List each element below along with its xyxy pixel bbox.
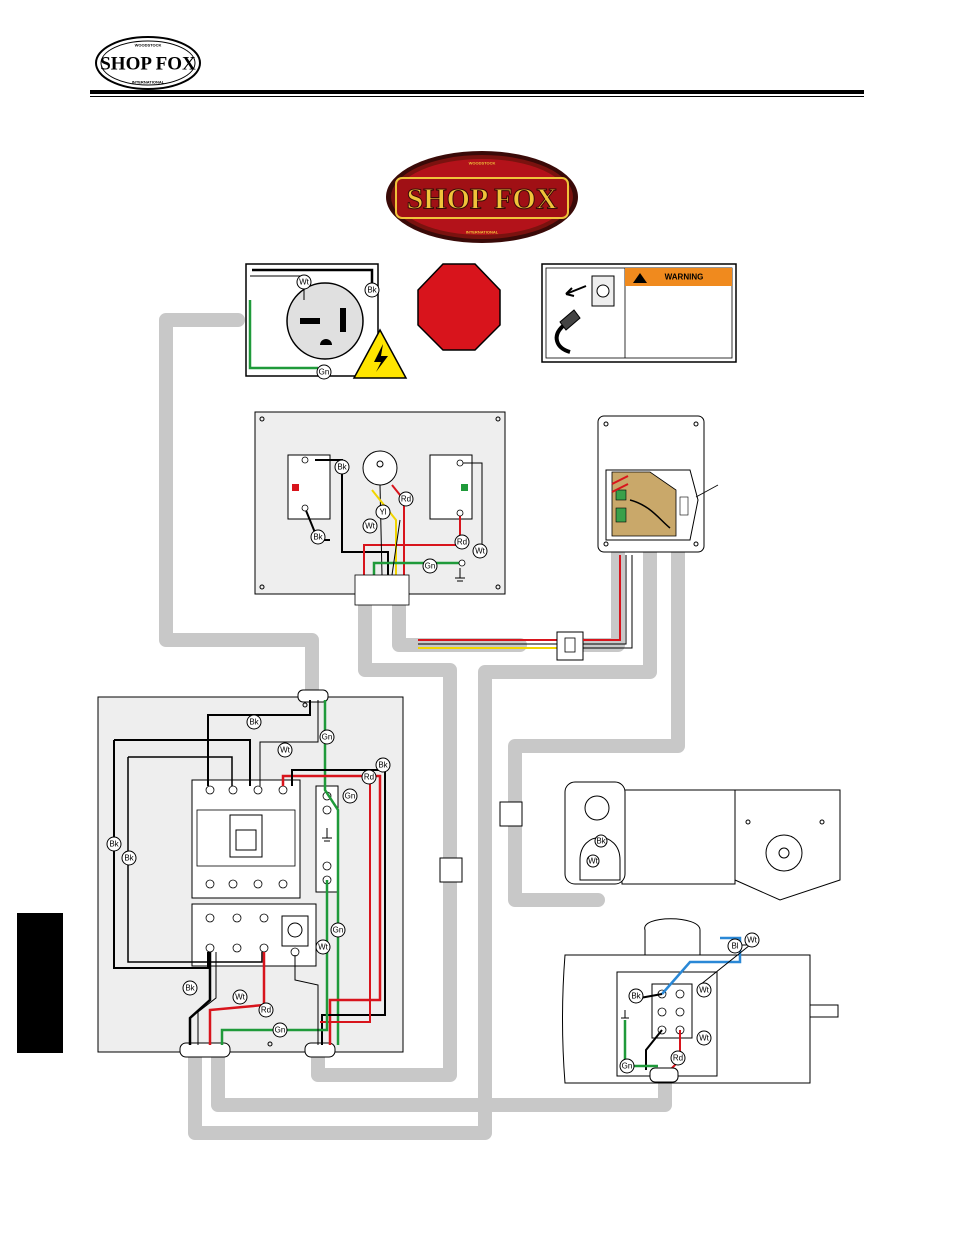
center-logo-text: SHOP FOX — [407, 183, 558, 216]
header-logo-arc-top: WOODSTOCK — [135, 43, 162, 48]
warning-label: WARNING — [542, 264, 736, 362]
switch-bk-label-1: Bk — [337, 463, 347, 472]
main-motor: Bk Wt Wt Rd Gn Bl Wt — [563, 919, 839, 1083]
switch-wt-label-2: Wt — [475, 547, 486, 556]
motor-wt-label-3: Wt — [747, 936, 758, 945]
switch-yl-label: Yl — [379, 508, 386, 517]
center-logo: SHOP FOX WOODSTOCK INTERNATIONAL — [386, 151, 578, 243]
plug-receptacle: Wt Bk Gn — [246, 264, 379, 379]
motor-wt-label-1: Wt — [699, 986, 710, 995]
motor-wt-label-2: Wt — [699, 1034, 710, 1043]
magnetic-switch-panel: Bk Wt Gn Bk Rd Gn Bk Bk Gn Wt Bk Wt Rd G… — [98, 690, 403, 1057]
conduit-clamp — [440, 858, 462, 882]
panel-gn-label-bottom: Gn — [275, 1026, 286, 1035]
stop-sign-icon — [418, 264, 500, 350]
gearmotor-bk-label: Bk — [596, 837, 606, 846]
header-rule-thin — [90, 96, 864, 97]
motor-bk-label: Bk — [631, 992, 641, 1001]
header-logo: SHOP FOX WOODSTOCK INTERNATIONAL — [96, 37, 200, 89]
motor-rd-label: Rd — [673, 1054, 683, 1063]
motor-bl-label: Bl — [731, 942, 738, 951]
panel-gn-label-right: Gn — [345, 792, 356, 801]
warning-title: WARNING — [665, 273, 704, 282]
plug-bk-label: Bk — [367, 286, 377, 295]
panel-bk-label-right: Bk — [378, 761, 388, 770]
switch-rd-label-2: Rd — [457, 538, 467, 547]
stop-button-indicator — [292, 484, 299, 491]
header-rule — [90, 90, 864, 94]
switch-panel: Bk Bk Rd Yl Wt Rd Wt Gn — [255, 412, 505, 605]
panel-wt-label-top: Wt — [280, 746, 291, 755]
conduit-clamp — [500, 802, 522, 826]
panel-wt-label-mid: Wt — [318, 943, 329, 952]
panel-gn-label-mid: Gn — [333, 926, 344, 935]
panel-wt-label-bottom: Wt — [235, 993, 246, 1002]
panel-rd-label-bottom: Rd — [261, 1006, 271, 1015]
start-button-indicator — [461, 484, 468, 491]
switch-bk-label-2: Bk — [313, 533, 323, 542]
conduit-switch-to-connector — [399, 600, 520, 645]
gear-motor: Bk Wt — [565, 782, 840, 900]
header-logo-text: SHOP FOX — [100, 54, 196, 75]
panel-gn-label-top: Gn — [322, 733, 333, 742]
section-tab — [17, 913, 63, 1053]
switch-wt-label-1: Wt — [365, 522, 376, 531]
panel-bk-label-left-1: Bk — [109, 840, 119, 849]
motor-gn-label: Gn — [622, 1062, 633, 1071]
center-logo-arc-top: WOODSTOCK — [469, 161, 496, 166]
switch-rd-label-1: Rd — [401, 495, 411, 504]
plug-wt-label: Wt — [299, 278, 310, 287]
conduit-connector-to-box — [583, 550, 618, 645]
plug-gn-label: Gn — [319, 368, 330, 377]
panel-bk-label-left-2: Bk — [124, 854, 134, 863]
panel-bk-label-bottom: Bk — [185, 984, 195, 993]
panel-bk-label-top: Bk — [249, 718, 259, 727]
header-logo-arc-bottom: INTERNATIONAL — [132, 80, 165, 85]
center-logo-arc-bottom: INTERNATIONAL — [466, 230, 499, 235]
control-board-box — [598, 416, 718, 552]
panel-rd-label-right: Rd — [364, 773, 374, 782]
switch-gn-label: Gn — [425, 562, 436, 571]
gearmotor-wt-label: Wt — [588, 857, 599, 866]
